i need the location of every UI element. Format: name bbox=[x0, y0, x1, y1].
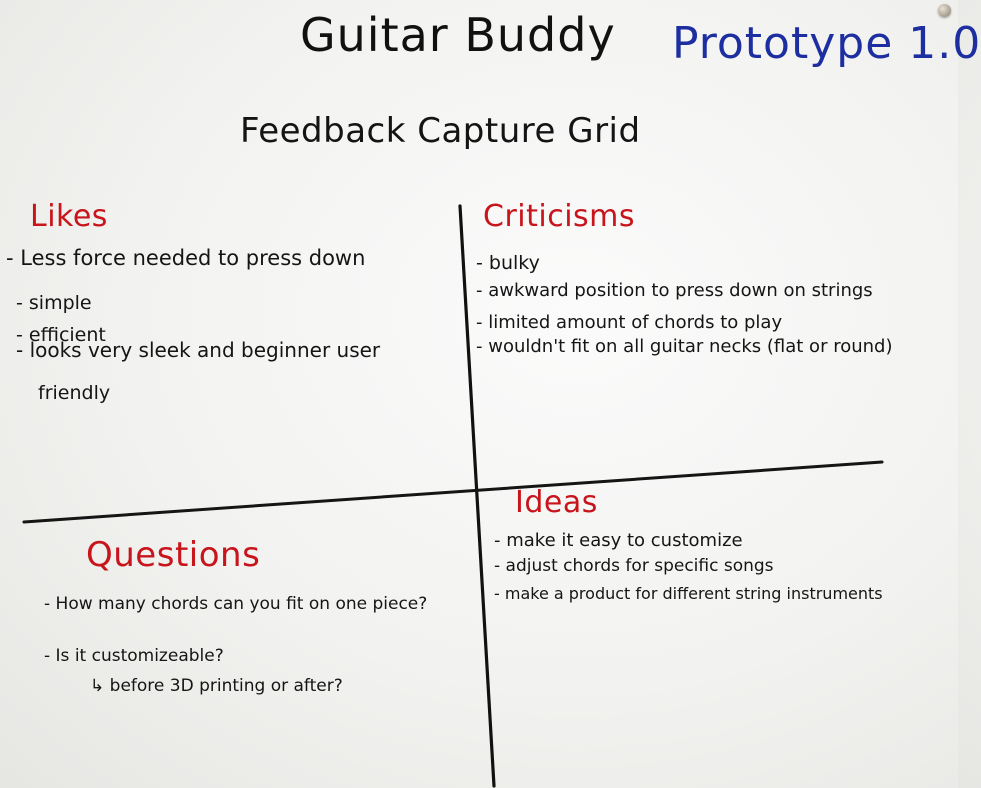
likes-item: - simple bbox=[16, 292, 92, 314]
version-label: Prototype 1.0 bbox=[672, 18, 981, 69]
likes-item: - Less force needed to press down bbox=[6, 246, 366, 270]
questions-item: - How many chords can you fit on one pie… bbox=[44, 594, 428, 614]
likes-item-continuation: friendly bbox=[38, 382, 111, 404]
vertical-divider bbox=[458, 204, 496, 788]
return-arrow-icon: ↳ bbox=[90, 676, 105, 696]
ideas-heading: Ideas bbox=[515, 485, 598, 520]
criticisms-item: - wouldn't fit on all guitar necks (flat… bbox=[476, 336, 893, 357]
ideas-item: - make it easy to customize bbox=[494, 530, 743, 551]
questions-heading: Questions bbox=[86, 535, 261, 575]
questions-sub-item: ↳ before 3D printing or after? bbox=[90, 678, 343, 695]
ideas-item: - make a product for different string in… bbox=[494, 584, 883, 603]
board-title: Guitar Buddy bbox=[300, 8, 616, 62]
whiteboard: Guitar Buddy Prototype 1.0 Feedback Capt… bbox=[6, 4, 980, 788]
likes-item: - looks very sleek and beginner user bbox=[16, 338, 381, 362]
likes-item: - efficient bbox=[16, 324, 106, 346]
magnet bbox=[938, 4, 951, 17]
likes-heading: Likes bbox=[30, 199, 108, 234]
criticisms-item: - awkward position to press down on stri… bbox=[476, 280, 873, 301]
questions-item: - Is it customizeable? bbox=[44, 646, 224, 666]
questions-sub-item-text: before 3D printing or after? bbox=[109, 676, 343, 696]
criticisms-item: - bulky bbox=[476, 252, 540, 274]
board-subtitle: Feedback Capture Grid bbox=[240, 111, 641, 151]
criticisms-heading: Criticisms bbox=[483, 199, 636, 234]
horizontal-divider bbox=[22, 460, 884, 524]
grid-lines bbox=[22, 204, 884, 788]
ideas-item: - adjust chords for specific songs bbox=[494, 556, 774, 576]
criticisms-item: - limited amount of chords to play bbox=[476, 312, 783, 333]
